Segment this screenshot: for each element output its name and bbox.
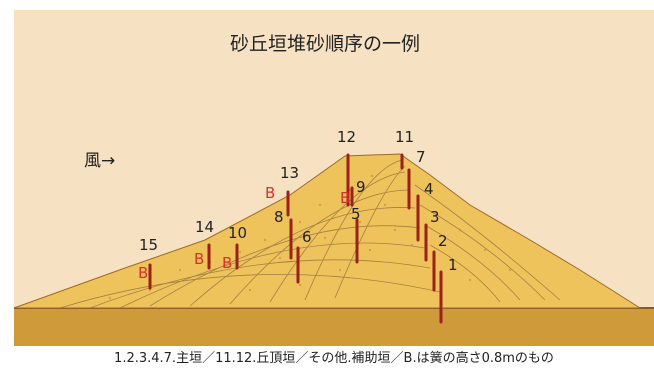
ground-layer	[14, 308, 654, 346]
fence-number-7: 7	[416, 148, 426, 166]
wind-label: 風→	[84, 151, 115, 171]
deposition-lines	[59, 159, 561, 309]
b-mark-14: B	[194, 250, 204, 268]
fence-number-3: 3	[430, 208, 440, 226]
fence-number-8: 8	[274, 208, 284, 226]
b-mark-13: B	[265, 184, 275, 202]
fence-number-12: 12	[337, 128, 356, 146]
fence-number-11: 11	[395, 128, 414, 146]
fence-number-2: 2	[438, 232, 448, 250]
fence-number-15: 15	[139, 236, 158, 254]
b-mark-15: B	[138, 264, 148, 282]
fence-number-5: 5	[351, 205, 361, 223]
fence-number-4: 4	[424, 180, 434, 198]
fence-number-9: 9	[356, 178, 366, 196]
diagram-title: 砂丘垣堆砂順序の一例	[230, 33, 420, 55]
fence-number-1: 1	[448, 256, 458, 274]
b-mark-9: B	[340, 189, 350, 207]
fence-number-10: 10	[228, 224, 247, 242]
fence-number-14: 14	[195, 218, 214, 236]
fence-posts	[148, 153, 443, 324]
fence-number-6: 6	[302, 228, 312, 246]
b-mark-10: B	[222, 254, 232, 272]
fence-number-13: 13	[280, 164, 299, 182]
caption: 1.2.3.4.7.主垣／11.12.丘頂垣／その他.補助垣／B.は簧の高さ0.…	[114, 350, 554, 366]
